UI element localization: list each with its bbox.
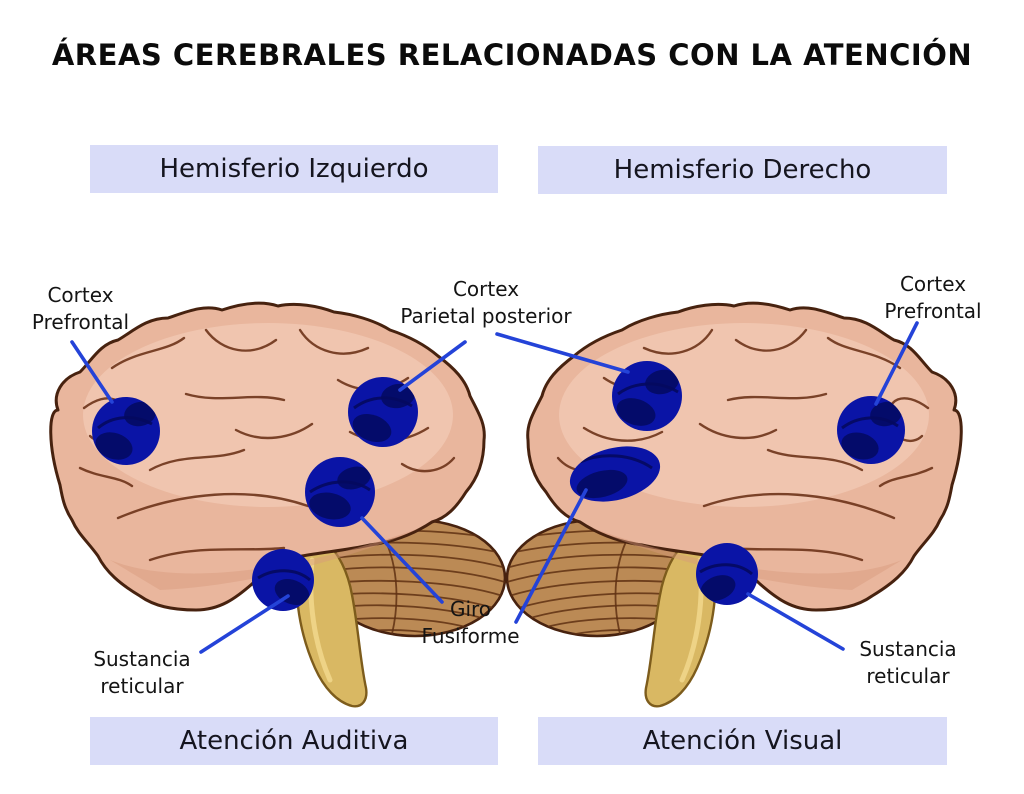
leader-giro-fusiforme-right bbox=[514, 488, 588, 624]
leader-giro-fusiforme-left bbox=[360, 516, 444, 604]
footer-box-label: Atención Auditiva bbox=[179, 726, 409, 756]
highlight-sustancia-reticular-left bbox=[252, 549, 314, 611]
header-box-hemisferio-izquierdo: Hemisferio Izquierdo bbox=[90, 145, 498, 193]
leader-sustancia-reticular-left bbox=[199, 594, 290, 654]
highlight-sustancia-reticular-right bbox=[696, 543, 758, 605]
highlight-cortex-parietal-posterior-left bbox=[348, 377, 418, 447]
label-line: Giro bbox=[449, 597, 492, 621]
leader-sustancia-reticular-right bbox=[746, 592, 845, 651]
label-line: reticular bbox=[100, 674, 184, 698]
header-box-hemisferio-derecho: Hemisferio Derecho bbox=[538, 146, 947, 194]
label-line: Prefrontal bbox=[884, 299, 982, 323]
leader-cortex-prefrontal-right bbox=[874, 321, 919, 406]
label-line: Fusiforme bbox=[421, 624, 520, 648]
highlight-cortex-parietal-posterior-right bbox=[612, 361, 682, 431]
header-box-label: Hemisferio Izquierdo bbox=[159, 154, 429, 184]
label-cortex-parietal-posterior: Cortex Parietal posterior bbox=[376, 276, 596, 330]
footer-box-label: Atención Visual bbox=[642, 726, 843, 756]
label-sustancia-reticular-left: Sustancia reticular bbox=[62, 646, 222, 700]
leader-parietal-to-right-brain bbox=[495, 332, 630, 374]
label-giro-fusiforme: Giro Fusiforme bbox=[393, 596, 548, 650]
leader-cortex-prefrontal-left bbox=[70, 340, 114, 404]
highlight-giro-fusiforme-left bbox=[305, 457, 375, 527]
label-line: Cortex bbox=[899, 272, 967, 296]
label-line: Prefrontal bbox=[31, 310, 130, 334]
highlight-cortex-prefrontal-left bbox=[92, 397, 160, 465]
leader-parietal-to-left-brain bbox=[398, 340, 467, 392]
page-title: ÁREAS CEREBRALES RELACIONADAS CON LA ATE… bbox=[51, 38, 973, 72]
highlight-cortex-prefrontal-right bbox=[837, 396, 905, 464]
label-line: Cortex bbox=[452, 277, 520, 301]
label-sustancia-reticular-right: Sustancia reticular bbox=[828, 636, 988, 690]
footer-box-atencion-visual: Atención Visual bbox=[538, 717, 947, 765]
header-box-label: Hemisferio Derecho bbox=[613, 155, 872, 185]
label-line: Sustancia bbox=[859, 637, 957, 661]
label-cortex-prefrontal-left: Cortex Prefrontal bbox=[8, 282, 153, 336]
label-cortex-prefrontal-right: Cortex Prefrontal bbox=[858, 271, 1008, 325]
label-line: Cortex bbox=[47, 283, 114, 307]
label-line: Sustancia bbox=[93, 647, 191, 671]
footer-box-atencion-auditiva: Atención Auditiva bbox=[90, 717, 498, 765]
highlight-giro-fusiforme-right bbox=[569, 446, 661, 502]
label-line: reticular bbox=[866, 664, 950, 688]
label-line: Parietal posterior bbox=[400, 304, 572, 328]
